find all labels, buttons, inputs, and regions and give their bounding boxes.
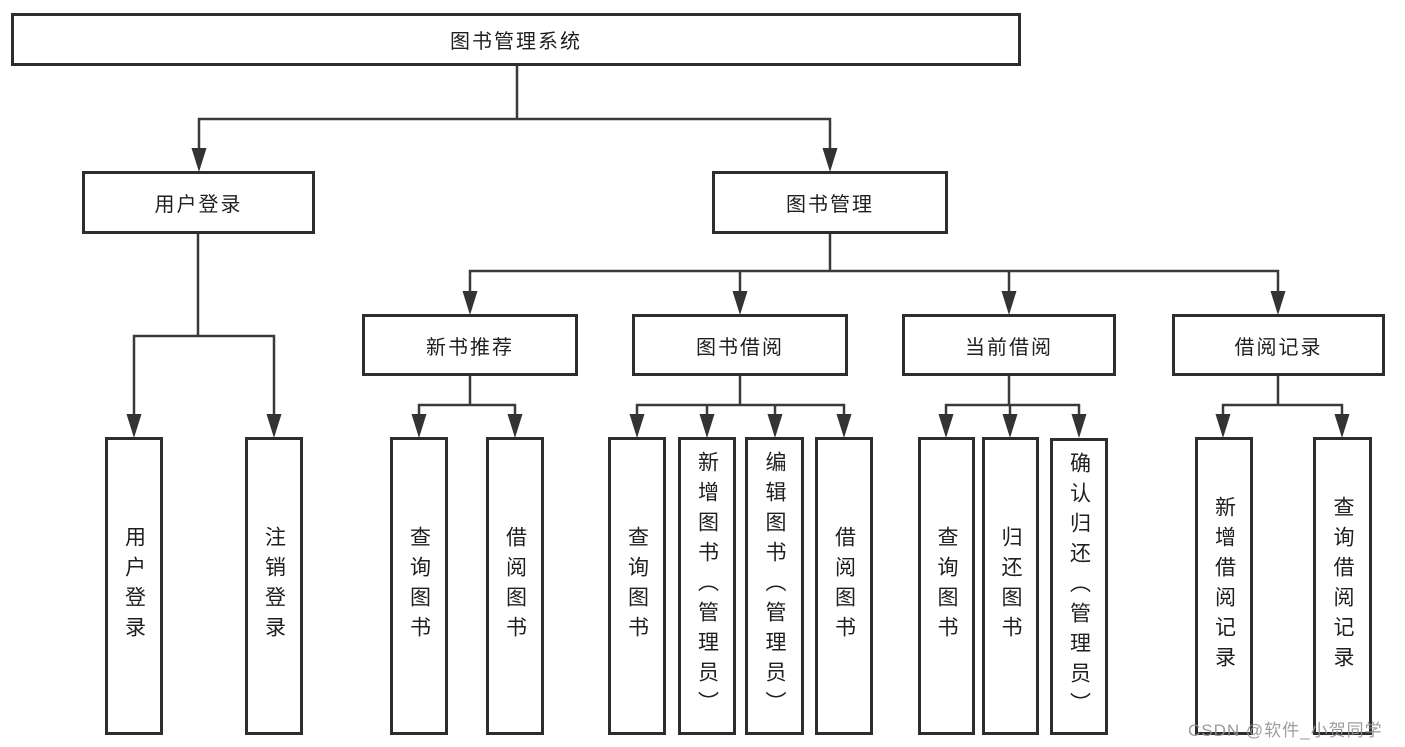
node-current-borrowing: 当前借阅 — [902, 314, 1116, 376]
node-label: 新增借阅记录 — [1212, 496, 1236, 676]
node-label: 图书借阅 — [696, 336, 784, 359]
leaf-borrow-books: 借阅图书 — [815, 437, 873, 735]
node-label: 新增图书（管理员） — [695, 451, 719, 721]
leaf-add-book-admin: 新增图书（管理员） — [678, 437, 736, 735]
node-label: 用户登录 — [122, 526, 146, 646]
leaf-confirm-return-admin: 确认归还（管理员） — [1050, 438, 1108, 735]
node-label: 归还图书 — [999, 526, 1022, 646]
node-label: 查询图书 — [935, 526, 958, 646]
leaf-return-book: 归还图书 — [982, 437, 1039, 735]
leaf-user-login: 用户登录 — [105, 437, 163, 735]
node-label: 借阅图书 — [832, 526, 856, 646]
node-label: 图书管理系统 — [450, 31, 582, 53]
node-label: 借阅图书 — [503, 526, 527, 646]
node-book-borrowing: 图书借阅 — [632, 314, 848, 376]
node-label: 新书推荐 — [426, 336, 514, 359]
node-label: 图书管理 — [786, 194, 874, 216]
leaf-logout: 注销登录 — [245, 437, 303, 735]
leaf-query-books-borrow: 查询图书 — [608, 437, 666, 735]
leaf-add-borrow-record: 新增借阅记录 — [1195, 437, 1253, 735]
node-label: 当前借阅 — [965, 336, 1053, 359]
node-new-book-recommendation: 新书推荐 — [362, 314, 578, 376]
node-label: 借阅记录 — [1234, 336, 1323, 359]
leaf-edit-book-admin: 编辑图书（管理员） — [745, 437, 804, 735]
node-label: 查询图书 — [407, 526, 431, 646]
node-library-management-system: 图书管理系统 — [11, 13, 1021, 66]
watermark: CSDN @软件_小贺同学 — [1188, 721, 1383, 740]
node-book-management: 图书管理 — [712, 171, 948, 234]
leaf-borrow-books-recommend: 借阅图书 — [486, 437, 544, 735]
node-user-login: 用户登录 — [82, 171, 315, 234]
node-label: 查询借阅记录 — [1331, 496, 1354, 676]
leaf-query-books-current: 查询图书 — [918, 437, 975, 735]
node-label: 注销登录 — [262, 526, 286, 646]
node-label: 查询图书 — [625, 526, 649, 646]
node-label: 编辑图书（管理员） — [763, 451, 786, 721]
leaf-query-books-recommend: 查询图书 — [390, 437, 448, 735]
node-borrowing-records: 借阅记录 — [1172, 314, 1385, 376]
node-label: 用户登录 — [154, 194, 243, 216]
node-label: 确认归还（管理员） — [1067, 451, 1091, 722]
leaf-query-borrow-record: 查询借阅记录 — [1313, 437, 1372, 735]
